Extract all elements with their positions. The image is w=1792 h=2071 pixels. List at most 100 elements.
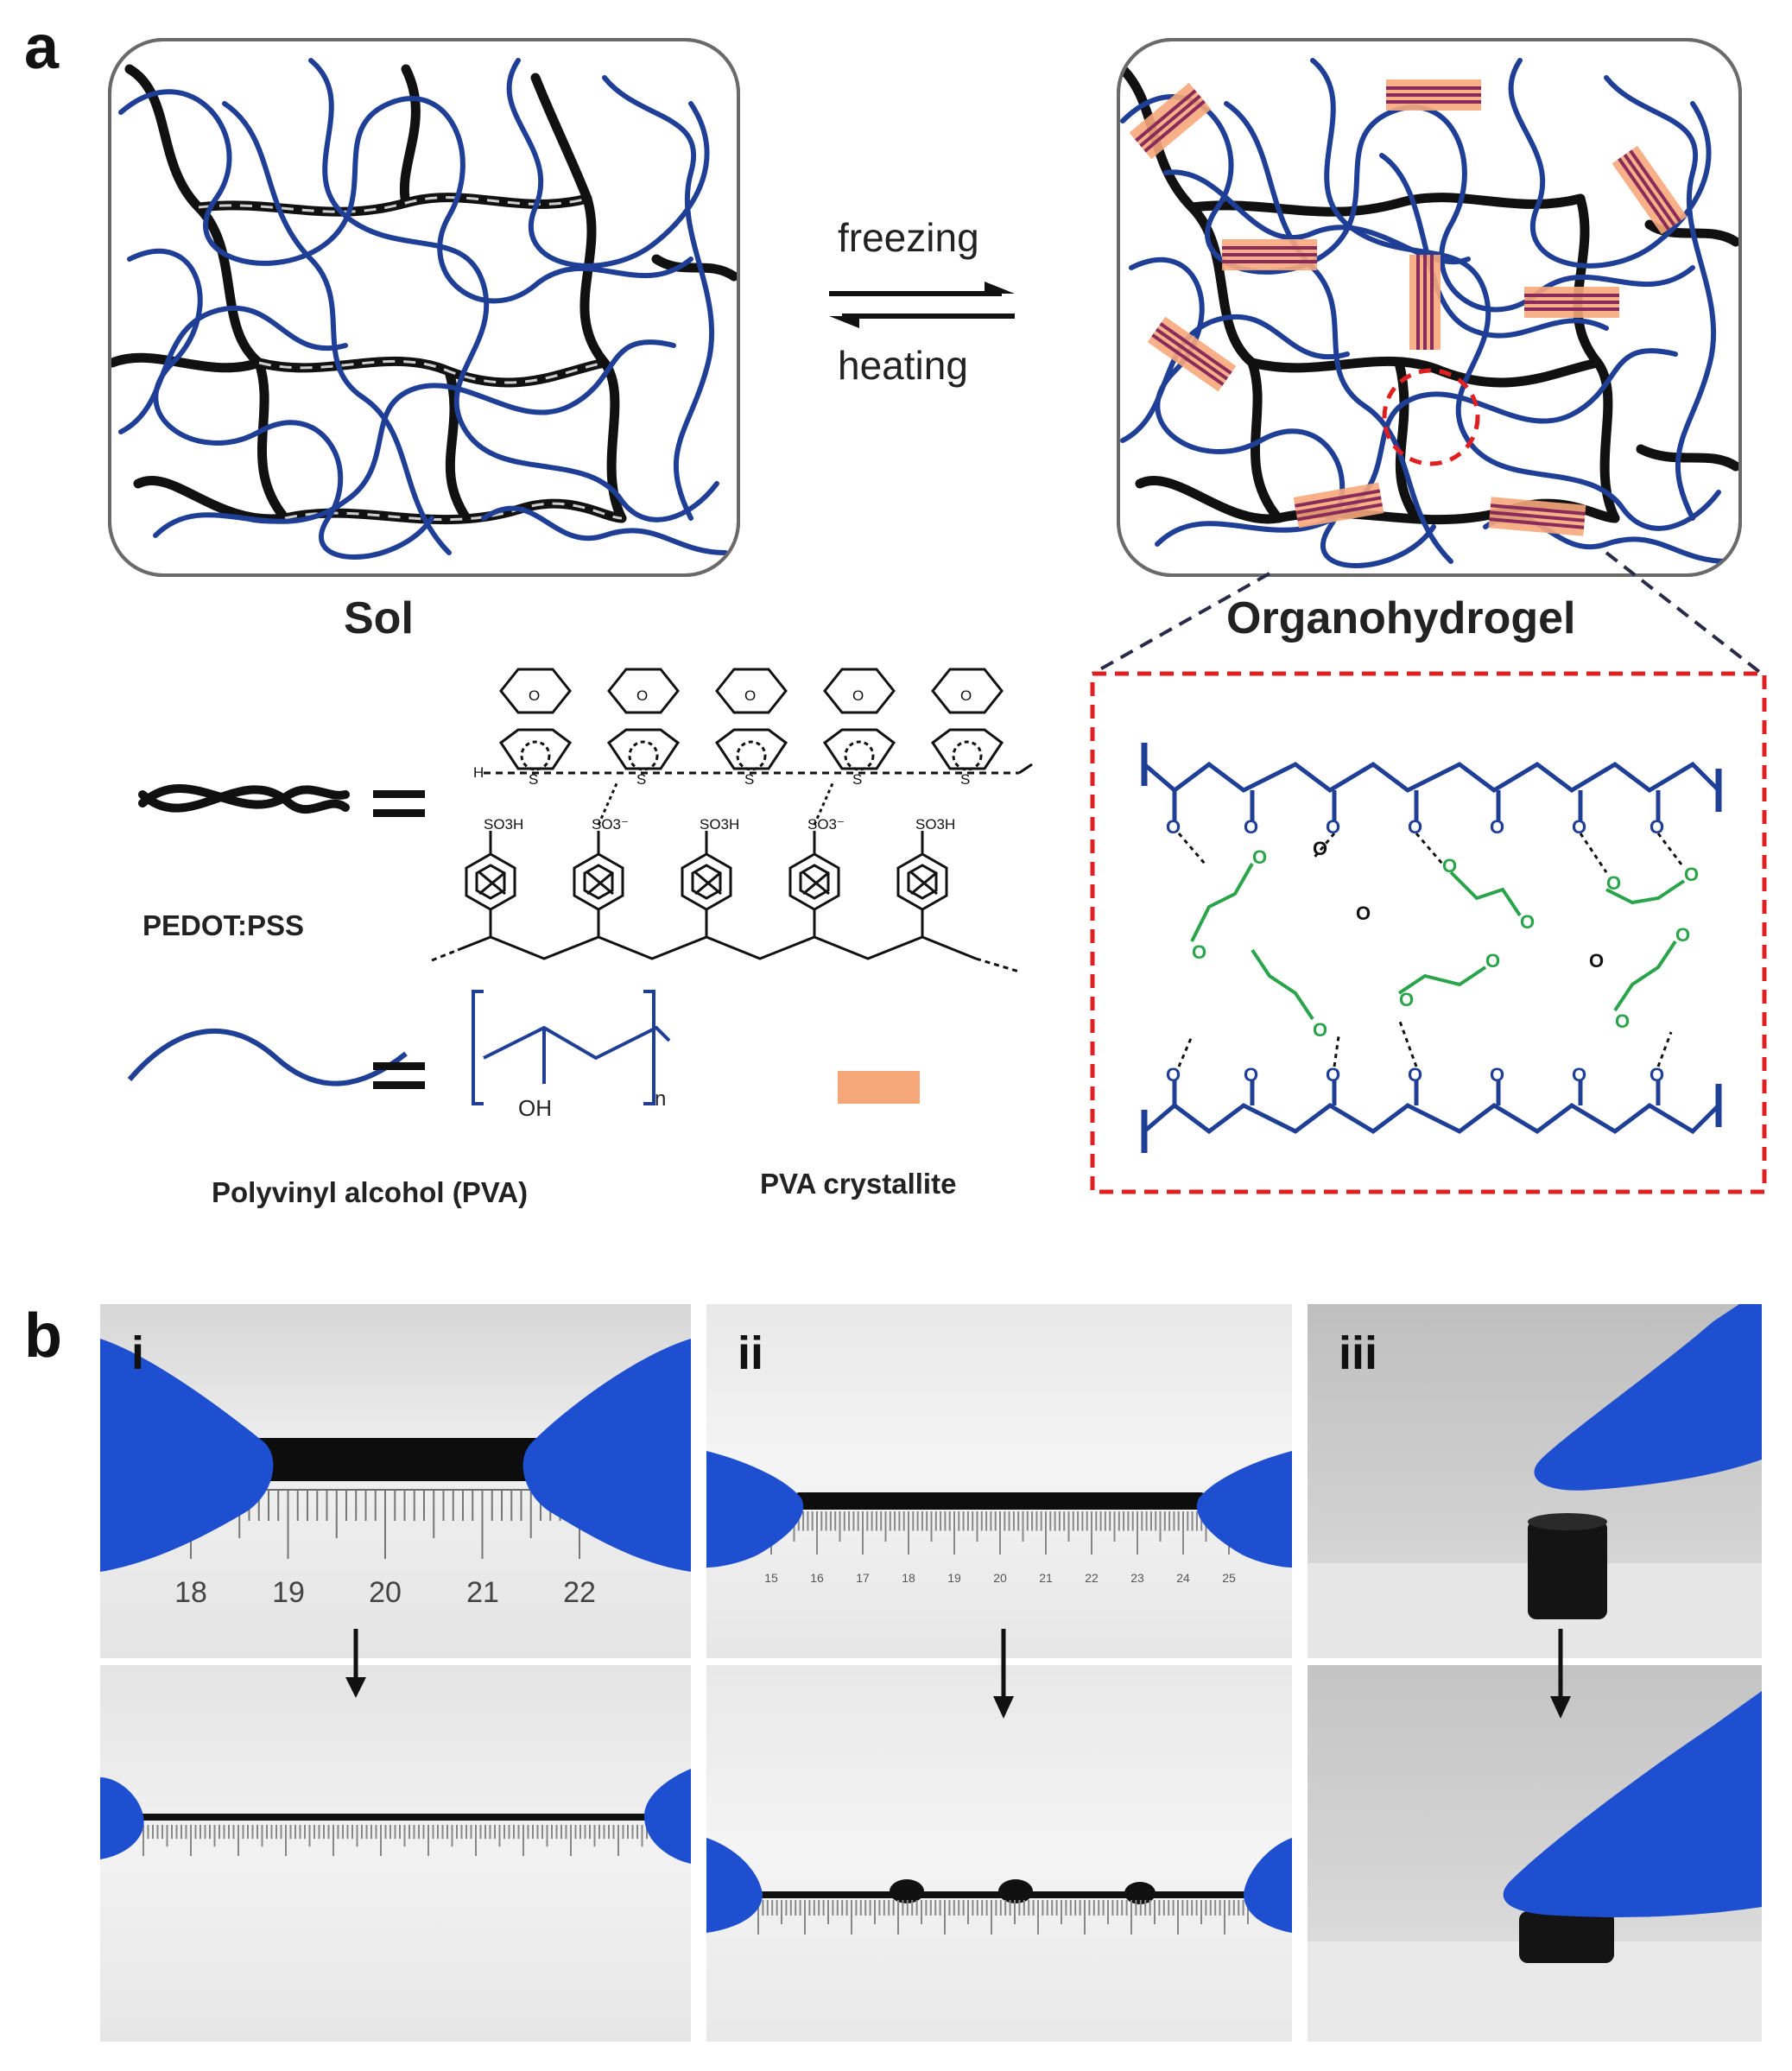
svg-text:O: O [1606, 872, 1621, 894]
pedot-pss-label: PEDOT:PSS [142, 909, 305, 941]
svg-text:O: O [1408, 1064, 1422, 1086]
photo-iii-label: iii [1339, 1327, 1378, 1379]
pva-chain-top [1141, 743, 1722, 820]
svg-text:O: O [1399, 989, 1414, 1010]
svg-text:SO3H: SO3H [915, 816, 955, 833]
svg-text:O: O [852, 687, 864, 704]
ruler-tick-19: 19 [947, 1571, 961, 1585]
hydrogen-bonds [1177, 833, 1686, 1067]
svg-text:O: O [960, 687, 972, 704]
panel-a-letter: a [24, 13, 60, 82]
photo-ii-after-scene [706, 1838, 1292, 1935]
photo-i-after [100, 1665, 691, 2042]
svg-text:SO3H: SO3H [484, 816, 523, 833]
ruler-tick-19: 19 [272, 1576, 305, 1609]
pva-chain-bottom [1141, 1080, 1722, 1153]
pva-repeat-n: n [655, 1087, 666, 1111]
photo-iii-before: iii [1308, 1304, 1762, 1658]
photo-i-before: 18 19 20 21 22 i [100, 1304, 691, 1658]
svg-text:O: O [1520, 911, 1535, 933]
pva-chains [118, 58, 728, 560]
zoom-guides [1092, 551, 1764, 675]
svg-text:S: S [636, 771, 646, 788]
ruler-tick-25: 25 [1222, 1571, 1236, 1585]
pva-structure [472, 990, 671, 1105]
hbond-zoom-box: O O O O O O O O O O O O O O O O [1090, 671, 1767, 1194]
photo-iii-after [1308, 1665, 1762, 2042]
photo-ii-before: 15 16 17 18 19 20 21 22 23 24 25 ii [706, 1304, 1292, 1658]
equals-sign-1 [373, 790, 425, 817]
photo-iii-before-scene [1308, 1304, 1762, 1658]
photo-iii-after-scene [1308, 1691, 1762, 2042]
ruler-tick-23: 23 [1130, 1571, 1144, 1585]
svg-text:O: O [636, 687, 648, 704]
organohydrogel-label: Organohydrogel [1226, 593, 1576, 643]
organohydrogel-network-box [1117, 38, 1742, 577]
svg-text:SO3⁻: SO3⁻ [807, 816, 845, 833]
ruler-tick-17: 17 [856, 1571, 870, 1585]
glycol-molecules [1190, 863, 1686, 1021]
svg-text:O: O [744, 687, 756, 704]
ruler-tick-15: 15 [764, 1571, 778, 1585]
equals-sign-2 [373, 1062, 425, 1089]
svg-text:O: O [1313, 1019, 1327, 1041]
panel-b-letter: b [24, 1302, 62, 1371]
svg-text:S: S [744, 771, 754, 788]
ruler-tick-21: 21 [466, 1576, 499, 1609]
svg-text:S: S [529, 771, 538, 788]
svg-text:O: O [1572, 816, 1586, 838]
ruler-tick-22: 22 [563, 1576, 596, 1609]
pedot-legend-symbol [138, 783, 350, 814]
sol-label: Sol [344, 593, 414, 643]
ruler-tick-16: 16 [810, 1571, 824, 1585]
svg-text:O: O [1408, 816, 1422, 838]
svg-text:O: O [1572, 1064, 1586, 1086]
svg-text:O: O [1490, 816, 1504, 838]
photo-ii-before-scene: 15 16 17 18 19 20 21 22 23 24 25 [706, 1451, 1292, 1585]
pedot-pss-structure [431, 668, 1033, 973]
photo-arrows [345, 1629, 1571, 1719]
svg-text:O: O [1244, 1064, 1258, 1086]
ruler-tick-22: 22 [1085, 1571, 1099, 1585]
svg-text:SO3H: SO3H [700, 816, 739, 833]
photo-i-label: i [131, 1327, 145, 1379]
svg-text:O: O [529, 687, 540, 704]
organo-pva-chains [1120, 58, 1730, 568]
svg-text:O: O [1650, 1064, 1664, 1086]
svg-text:O: O [1615, 1010, 1630, 1032]
hbond-atom-labels: O O O O O O O O O O O O O O O O [1166, 816, 1699, 1086]
photo-ii-label: ii [738, 1327, 764, 1379]
pva-crystallites [1129, 79, 1688, 536]
photo-ii-after [706, 1665, 1292, 2042]
svg-text:O: O [1192, 941, 1206, 963]
svg-text:O: O [1650, 816, 1664, 838]
svg-text:O: O [1442, 855, 1457, 877]
ruler-tick-18: 18 [902, 1571, 915, 1585]
svg-text:O: O [1326, 1064, 1340, 1086]
photo-i-before-scene: 18 19 20 21 22 [100, 1339, 691, 1609]
svg-text:O: O [1244, 816, 1258, 838]
pva-label: Polyvinyl alcohol (PVA) [212, 1176, 529, 1208]
svg-text:O: O [1490, 1064, 1504, 1086]
sol-network-box [108, 38, 740, 577]
svg-text:O: O [1326, 816, 1340, 838]
svg-text:S: S [852, 771, 862, 788]
crystallite-legend-swatch [838, 1071, 920, 1104]
ruler-tick-24: 24 [1176, 1571, 1190, 1585]
svg-text:O: O [1166, 816, 1181, 838]
svg-text:O: O [1252, 846, 1267, 868]
pva-crystallite-label: PVA crystallite [760, 1168, 957, 1200]
svg-text:O: O [1485, 950, 1500, 972]
ruler-tick-20: 20 [993, 1571, 1007, 1585]
svg-text:SO3⁻: SO3⁻ [592, 816, 629, 833]
zoom-circle [1382, 368, 1480, 466]
svg-text:H: H [473, 764, 484, 781]
ruler-tick-21: 21 [1039, 1571, 1053, 1585]
ruler-tick-18: 18 [174, 1576, 207, 1609]
pva-legend-symbol [127, 1028, 408, 1086]
svg-text:O: O [1589, 950, 1604, 972]
heating-label: heating [838, 343, 968, 388]
pedot-atom-labels: O O O O O S S S S S H SO3H SO3⁻ SO3H SO3… [473, 687, 972, 833]
svg-text:O: O [1166, 1064, 1181, 1086]
